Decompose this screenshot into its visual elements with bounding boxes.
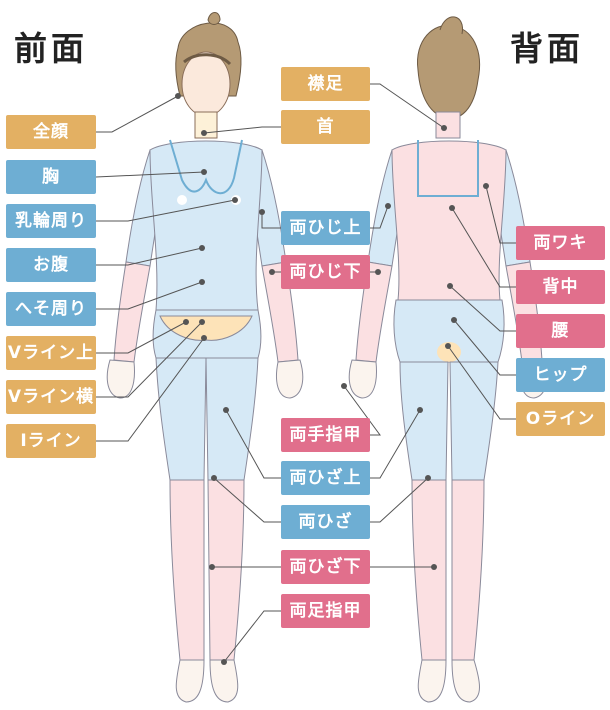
label-erisoku[interactable]: 襟足 xyxy=(281,67,370,101)
label-ashiyubi[interactable]: 両足指甲 xyxy=(281,594,370,628)
label-onaka[interactable]: お腹 xyxy=(6,248,96,282)
label-hiji-ue[interactable]: 両ひじ上 xyxy=(281,211,370,245)
label-mune[interactable]: 胸 xyxy=(6,160,96,194)
label-teyubi[interactable]: 両手指甲 xyxy=(281,418,370,452)
label-hiza[interactable]: 両ひざ xyxy=(281,505,370,539)
label-senaka[interactable]: 背中 xyxy=(516,270,605,304)
label-hip[interactable]: ヒップ xyxy=(516,358,605,392)
marker-dots xyxy=(175,93,489,665)
label-o-line[interactable]: Oライン xyxy=(516,402,605,436)
back-heading: 背面 xyxy=(510,29,584,68)
label-v-line-ue[interactable]: Vライン上 xyxy=(6,336,96,370)
label-nyuurin[interactable]: 乳輪周り xyxy=(6,204,96,238)
label-koshi[interactable]: 腰 xyxy=(516,314,605,348)
front-heading: 前面 xyxy=(14,29,88,68)
leader-lines xyxy=(95,83,516,663)
label-hiza-shita[interactable]: 両ひざ下 xyxy=(281,550,370,584)
label-zengan[interactable]: 全顔 xyxy=(6,115,96,149)
label-waki[interactable]: 両ワキ xyxy=(516,226,605,260)
label-hiji-shita[interactable]: 両ひじ下 xyxy=(281,255,370,289)
label-i-line[interactable]: Iライン xyxy=(6,424,96,458)
label-hesomawari[interactable]: へそ周り xyxy=(6,292,96,326)
label-v-line-yoko[interactable]: Vライン横 xyxy=(6,380,96,414)
front-figure xyxy=(106,12,304,703)
label-hiza-ue[interactable]: 両ひざ上 xyxy=(281,461,370,495)
label-kubi[interactable]: 首 xyxy=(281,110,370,144)
